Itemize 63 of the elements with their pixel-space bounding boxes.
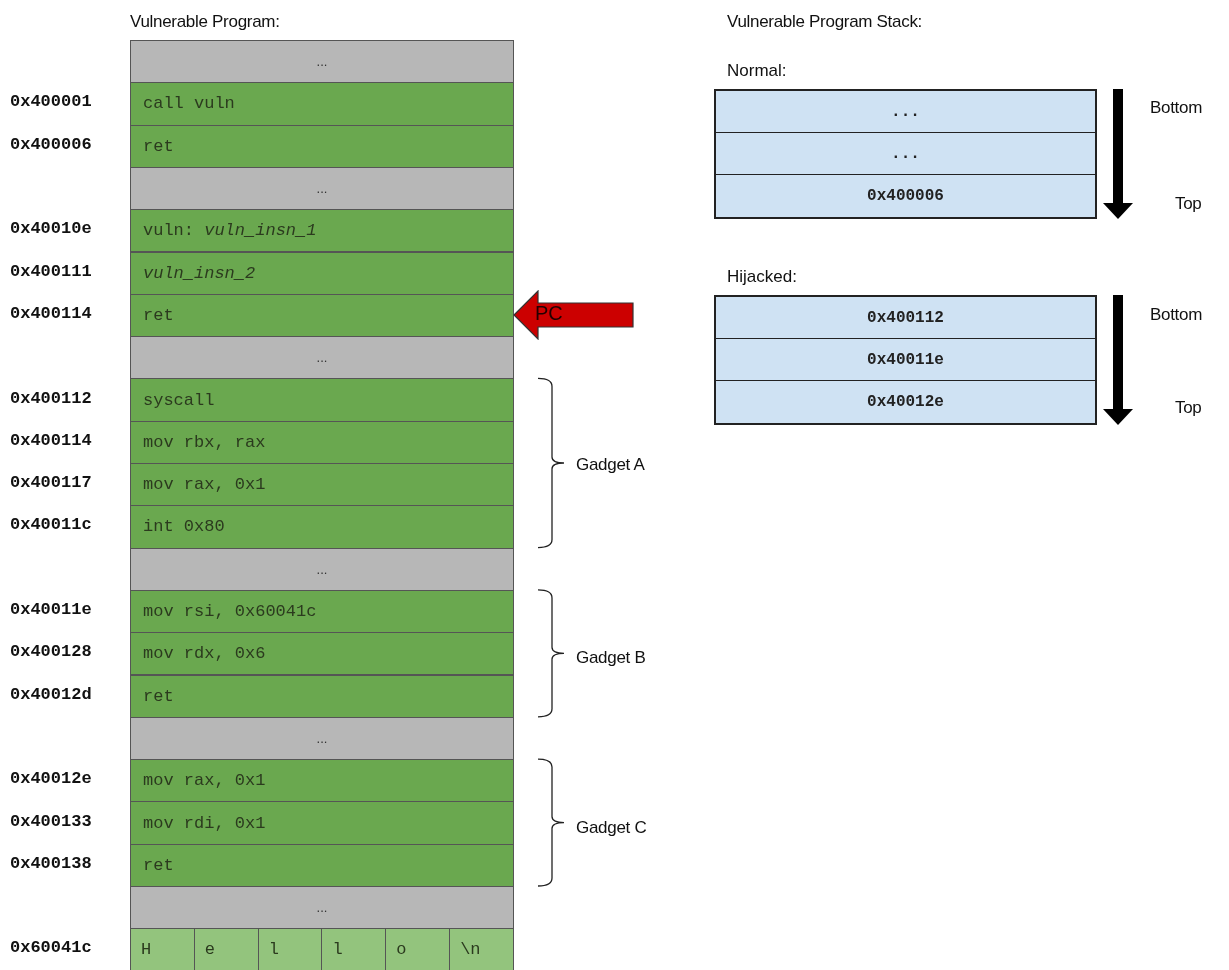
gadget-label: Gadget A [576,455,645,475]
direction-label: Bottom [1150,98,1203,118]
instruction-row: int 0x80 [130,505,514,549]
stack-heading: Hijacked: [727,267,797,287]
address-label: 0x400111 [10,261,92,281]
memory-gap-row: ... [130,336,514,380]
byte-cell: l [322,929,387,970]
byte-cell: l [258,929,323,970]
instruction-row: call vuln [130,82,514,126]
instruction-row: ret [130,293,514,338]
pointer-arrow [513,289,635,340]
direction-label: Top [1175,194,1202,214]
direction-label: Bottom [1150,305,1203,325]
address-label: 0x400138 [10,853,92,873]
instruction-row: ret [130,674,514,718]
instruction-row: ret [130,843,514,887]
instruction-row: ret [130,124,514,168]
address-label: 0x400006 [10,134,92,154]
instruction-row: vuln_insn_2 [130,251,514,295]
byte-cell: o [386,929,451,970]
stack-slot: 0x400006 [716,175,1095,217]
address-label: 0x40012e [10,769,92,789]
address-label: 0x400114 [10,430,92,450]
address-label: 0x400114 [10,303,92,323]
instruction-row: mov rax, 0x1 [130,759,514,803]
memory-gap-row: ... [130,166,514,211]
instruction-row: mov rax, 0x1 [130,463,514,507]
memory-gap-row: ... [130,547,514,591]
stack-slot: ... [716,91,1095,133]
byte-cell: H [131,929,195,970]
pointer-label: PC [535,301,563,325]
address-label: 0x400001 [10,92,92,112]
instruction-row: mov rdx, 0x6 [130,632,514,676]
address-label: 0x400133 [10,811,92,831]
memory-gap-row: ... [130,886,514,930]
instruction-row: mov rbx, rax [130,420,514,464]
byte-cell-text: \n [459,938,482,961]
memory-gap-row: ... [130,716,514,761]
address-label: 0x400128 [10,642,92,662]
gadget-label: Gadget C [576,818,647,838]
address-label: 0x40011e [10,600,92,620]
byte-cell: e [194,929,259,970]
address-label: 0x400112 [10,388,92,408]
stack-heading: Normal: [727,61,787,81]
stack-slot: ... [716,133,1095,175]
address-label: 0x40011c [10,515,92,535]
address-label: 0x40010e [10,219,92,239]
memory-gap-row: ... [130,40,514,84]
instruction-row: mov rsi, 0x60041c [130,589,514,634]
direction-label: Top [1175,398,1202,418]
section-heading: Vulnerable Program Stack: [727,12,923,32]
instruction-row: syscall [130,378,514,422]
address-label: 0x40012d [10,684,92,704]
instruction-row: vuln: vuln_insn_1 [130,209,514,253]
stack-slot: 0x400112 [716,297,1095,339]
address-label: 0x60041c [10,938,92,958]
stack-slot: 0x40012e [716,381,1095,423]
gadget-label: Gadget B [576,648,646,668]
address-label: 0x400117 [10,473,92,493]
stack-slot: 0x40011e [716,339,1095,381]
instruction-row: mov rdi, 0x1 [130,801,514,845]
data-row [130,928,514,970]
section-heading: Vulnerable Program: [130,12,280,32]
